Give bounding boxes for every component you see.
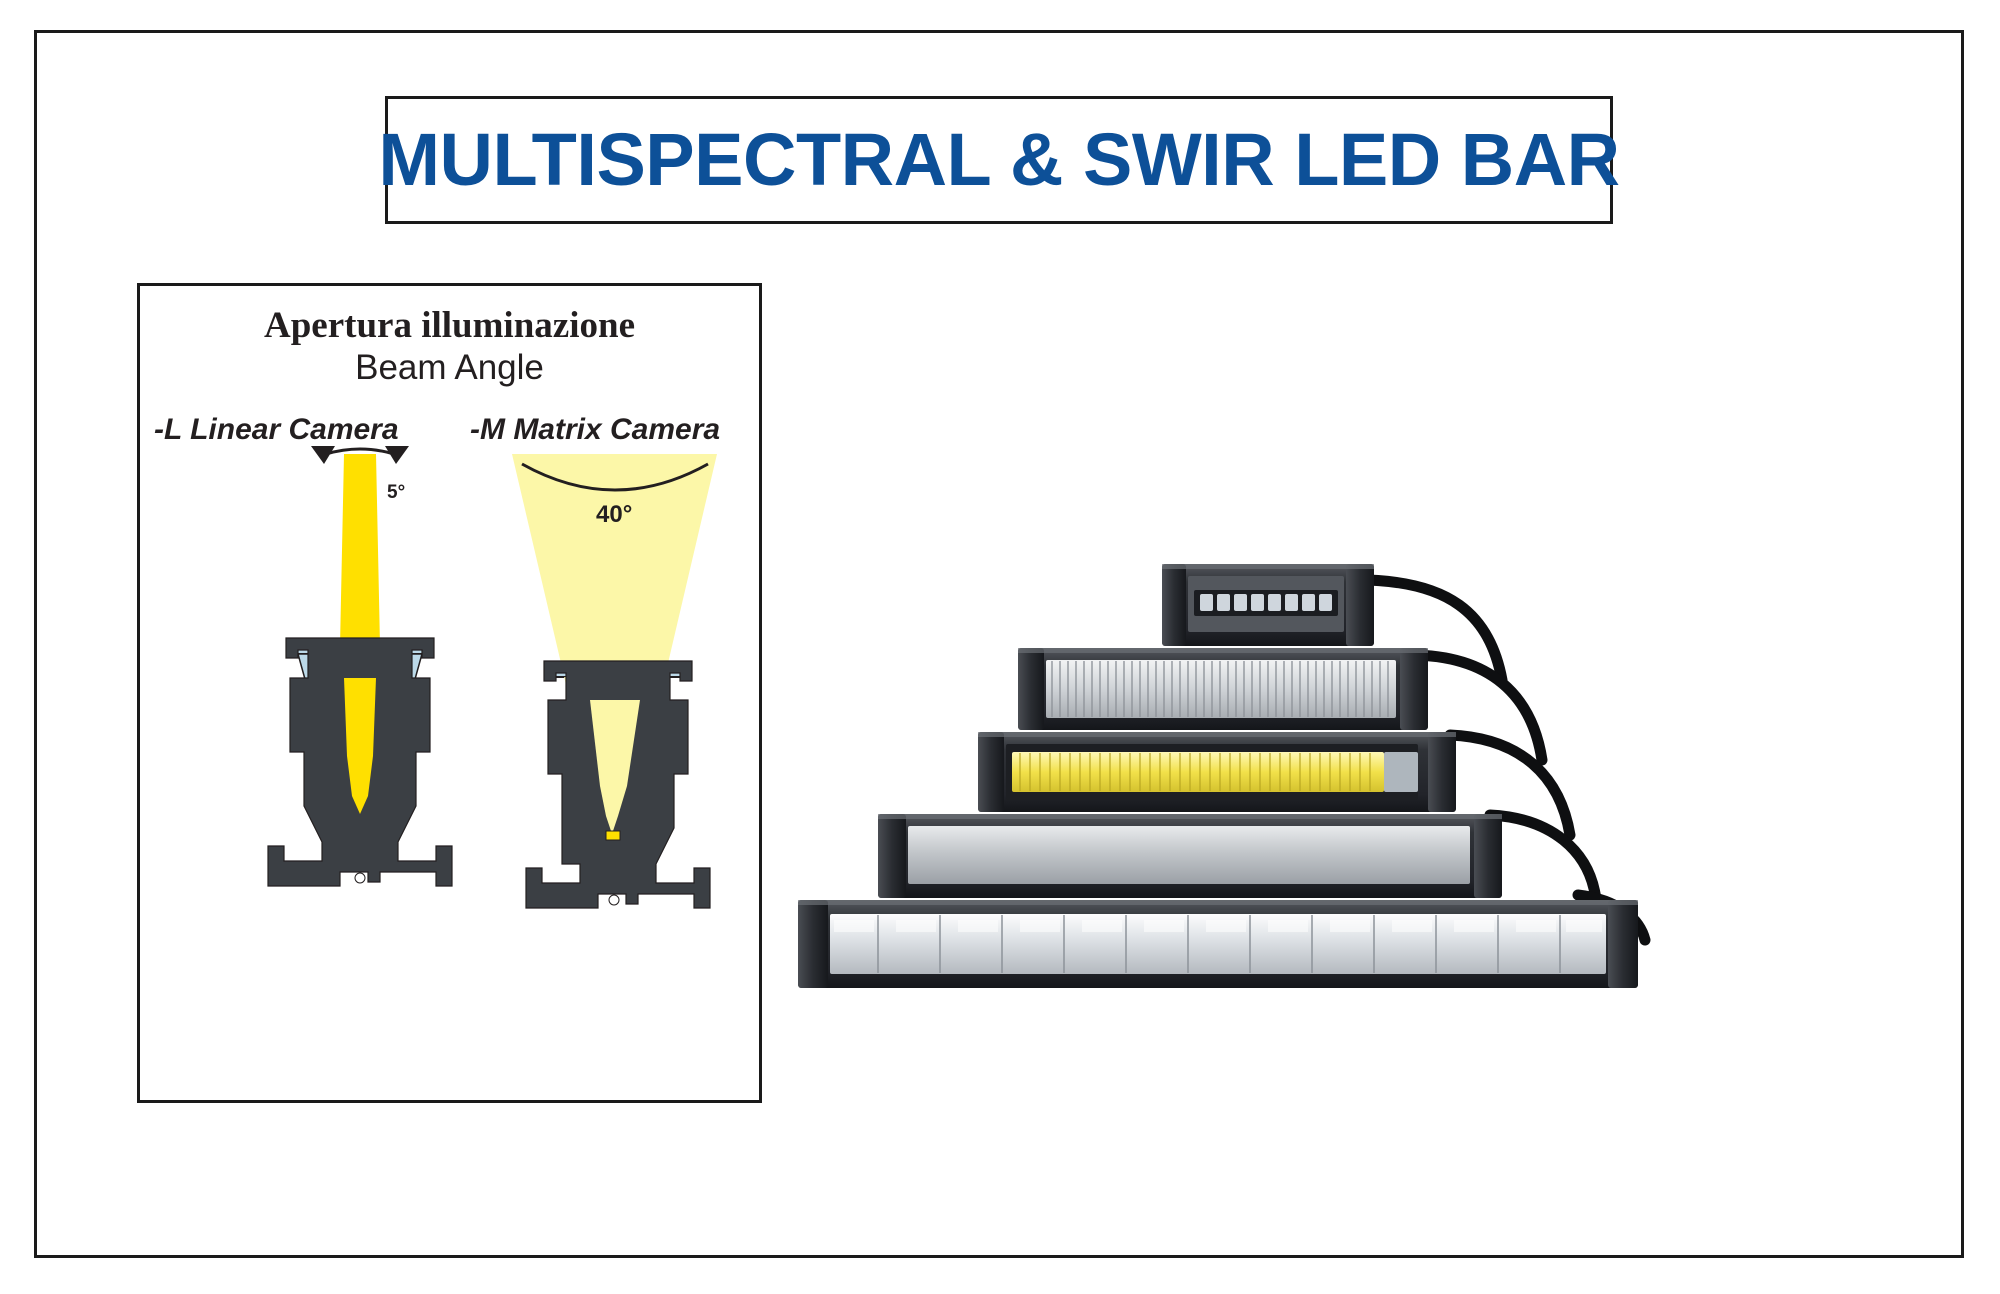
diagram-label-matrix-camera: -M Matrix Camera (470, 413, 721, 446)
led-bar-family-illustration (798, 564, 1651, 988)
page-title: MULTISPECTRAL & SWIR LED BAR (378, 118, 1620, 201)
wide-beam-arrow-arc (521, 462, 709, 492)
phosphor-led-segments (1019, 753, 1371, 791)
beam-angle-diagram-panel: Apertura illuminazione Beam Angle -L Lin… (137, 283, 762, 1103)
cable-3 (1444, 729, 1576, 841)
led-chip-row-1 (1200, 594, 1332, 611)
narrow-beam-arrow-arc (325, 447, 395, 456)
narrow-beam-angle-text: 5° (387, 482, 405, 503)
product-photo-group (790, 560, 1910, 1030)
cable-1 (1344, 574, 1508, 686)
title-box: MULTISPECTRAL & SWIR LED BAR (378, 96, 1620, 224)
cable-4 (1484, 809, 1602, 906)
matrix-camera-housing-group (525, 660, 711, 909)
led-bar-long (878, 814, 1502, 898)
led-bar-shortest (1162, 564, 1374, 646)
matrix-mount-hole (608, 894, 620, 906)
cable-2 (1404, 649, 1548, 766)
narrow-beam-arrow-head-right (385, 446, 409, 464)
led-bar-longest (798, 900, 1638, 988)
ribbed-diffuser-ribs (1051, 661, 1389, 717)
linear-mount-hole (354, 872, 366, 884)
matrix-led-emitter (605, 830, 621, 841)
matrix-beam-in-channel (590, 700, 640, 834)
wide-beam-cone (512, 454, 717, 676)
diagram-heading-english: Beam Angle (355, 348, 544, 387)
led-bar-medium (978, 732, 1456, 812)
linear-beam-in-channel (344, 678, 376, 814)
narrow-beam-arrow-head-left (311, 446, 335, 464)
clear-lens-highlights (834, 920, 1602, 932)
diagram-heading-italian: Apertura illuminazione (263, 305, 635, 346)
diagram-label-linear-camera: -L Linear Camera (154, 413, 399, 446)
clear-lens-array-seams (877, 915, 1561, 973)
beam-angle-illustration: 5° 40° (267, 446, 717, 909)
wide-beam-angle-text: 40° (596, 501, 632, 528)
led-bar-short (1018, 648, 1428, 730)
linear-camera-housing-group (267, 637, 453, 887)
